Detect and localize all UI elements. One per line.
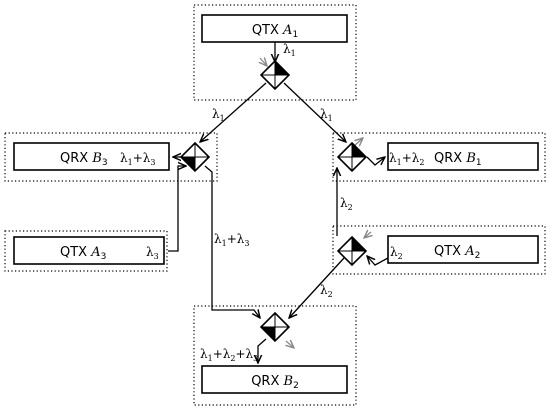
qrx-b1-box bbox=[387, 142, 539, 171]
link-bottom-switch-to-b2 bbox=[258, 338, 267, 363]
qrx-b2-box bbox=[201, 365, 348, 394]
label-b1-lambda1-plus-lambda2: λ1+λ2 bbox=[389, 151, 424, 167]
link-left-switch-to-bottom-switch bbox=[204, 165, 260, 318]
gray-arrow-a2 bbox=[364, 232, 371, 238]
label-lambda2-a2: λ2 bbox=[390, 245, 403, 261]
gray-arrow-top bbox=[260, 58, 267, 66]
switch-right bbox=[336, 141, 368, 173]
qrx-b3-box bbox=[13, 142, 170, 171]
link-top-to-right-switch bbox=[283, 82, 346, 142]
qrx-b2-label: QRX B2 bbox=[251, 374, 299, 391]
gray-arrow-right bbox=[353, 138, 363, 147]
qtx-a2-label: QTX A2 bbox=[434, 244, 480, 261]
label-lambda1-a1: λ1 bbox=[283, 42, 296, 58]
qtx-a3-box bbox=[13, 236, 165, 265]
link-right-switch-to-b1 bbox=[366, 157, 385, 166]
qrx-b3-label: QRX B3 bbox=[60, 151, 108, 168]
gray-arrow-bottom bbox=[286, 341, 294, 348]
link-a3-to-left-switch bbox=[168, 166, 186, 252]
label-mid-lambda1-plus-lambda3: λ1+λ3 bbox=[214, 232, 249, 248]
label-lambda2-lower: λ2 bbox=[320, 283, 333, 299]
link-a2-switch-to-bottom-switch bbox=[289, 257, 345, 318]
qtx-a3-label: QTX A3 bbox=[60, 245, 106, 262]
label-lambda1-left: λ1 bbox=[212, 107, 225, 123]
label-b3-lambda1-plus-lambda3: λ1+λ3 bbox=[120, 151, 155, 167]
label-lambda1-right: λ1 bbox=[320, 107, 333, 123]
link-a2-to-a2-switch bbox=[367, 256, 389, 266]
link-top-to-left-switch bbox=[200, 82, 267, 142]
qtx-a1-label: QTX A1 bbox=[252, 23, 298, 40]
switch-bottom bbox=[259, 311, 291, 343]
switch-a2 bbox=[336, 235, 368, 267]
switch-top bbox=[259, 59, 291, 91]
switch-left bbox=[179, 141, 211, 173]
node-group-a1 bbox=[193, 4, 357, 101]
node-group-b2 bbox=[193, 305, 357, 406]
label-b2-lambda-sum: λ1+λ2+λ3 bbox=[200, 347, 258, 363]
label-lambda2-vertical: λ2 bbox=[340, 196, 353, 212]
qrx-b1-label: QRX B1 bbox=[434, 151, 482, 168]
label-lambda3-a3: λ3 bbox=[146, 245, 159, 261]
qtx-a2-box bbox=[387, 235, 539, 264]
